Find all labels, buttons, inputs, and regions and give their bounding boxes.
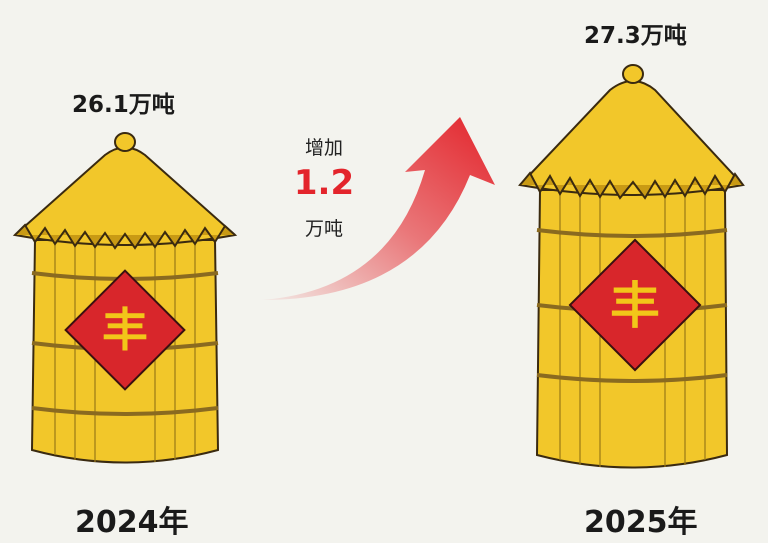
increase-unit: 万吨 (304, 218, 343, 240)
granary-2025: 丰 (517, 64, 745, 469)
year-2024: 2024年 (75, 505, 189, 540)
svg-text:丰: 丰 (102, 303, 148, 357)
increase-value: 1.2 (293, 163, 355, 203)
svg-text:丰: 丰 (610, 277, 660, 335)
feng-emblem: 丰 (64, 269, 186, 391)
granary-2024: 丰 (12, 132, 238, 464)
feng-emblem: 丰 (568, 238, 702, 372)
amount-2025: 27.3万吨 (584, 23, 687, 49)
increase-label: 增加 (304, 137, 343, 159)
amount-2024: 26.1万吨 (72, 92, 175, 118)
year-2025: 2025年 (584, 505, 698, 540)
